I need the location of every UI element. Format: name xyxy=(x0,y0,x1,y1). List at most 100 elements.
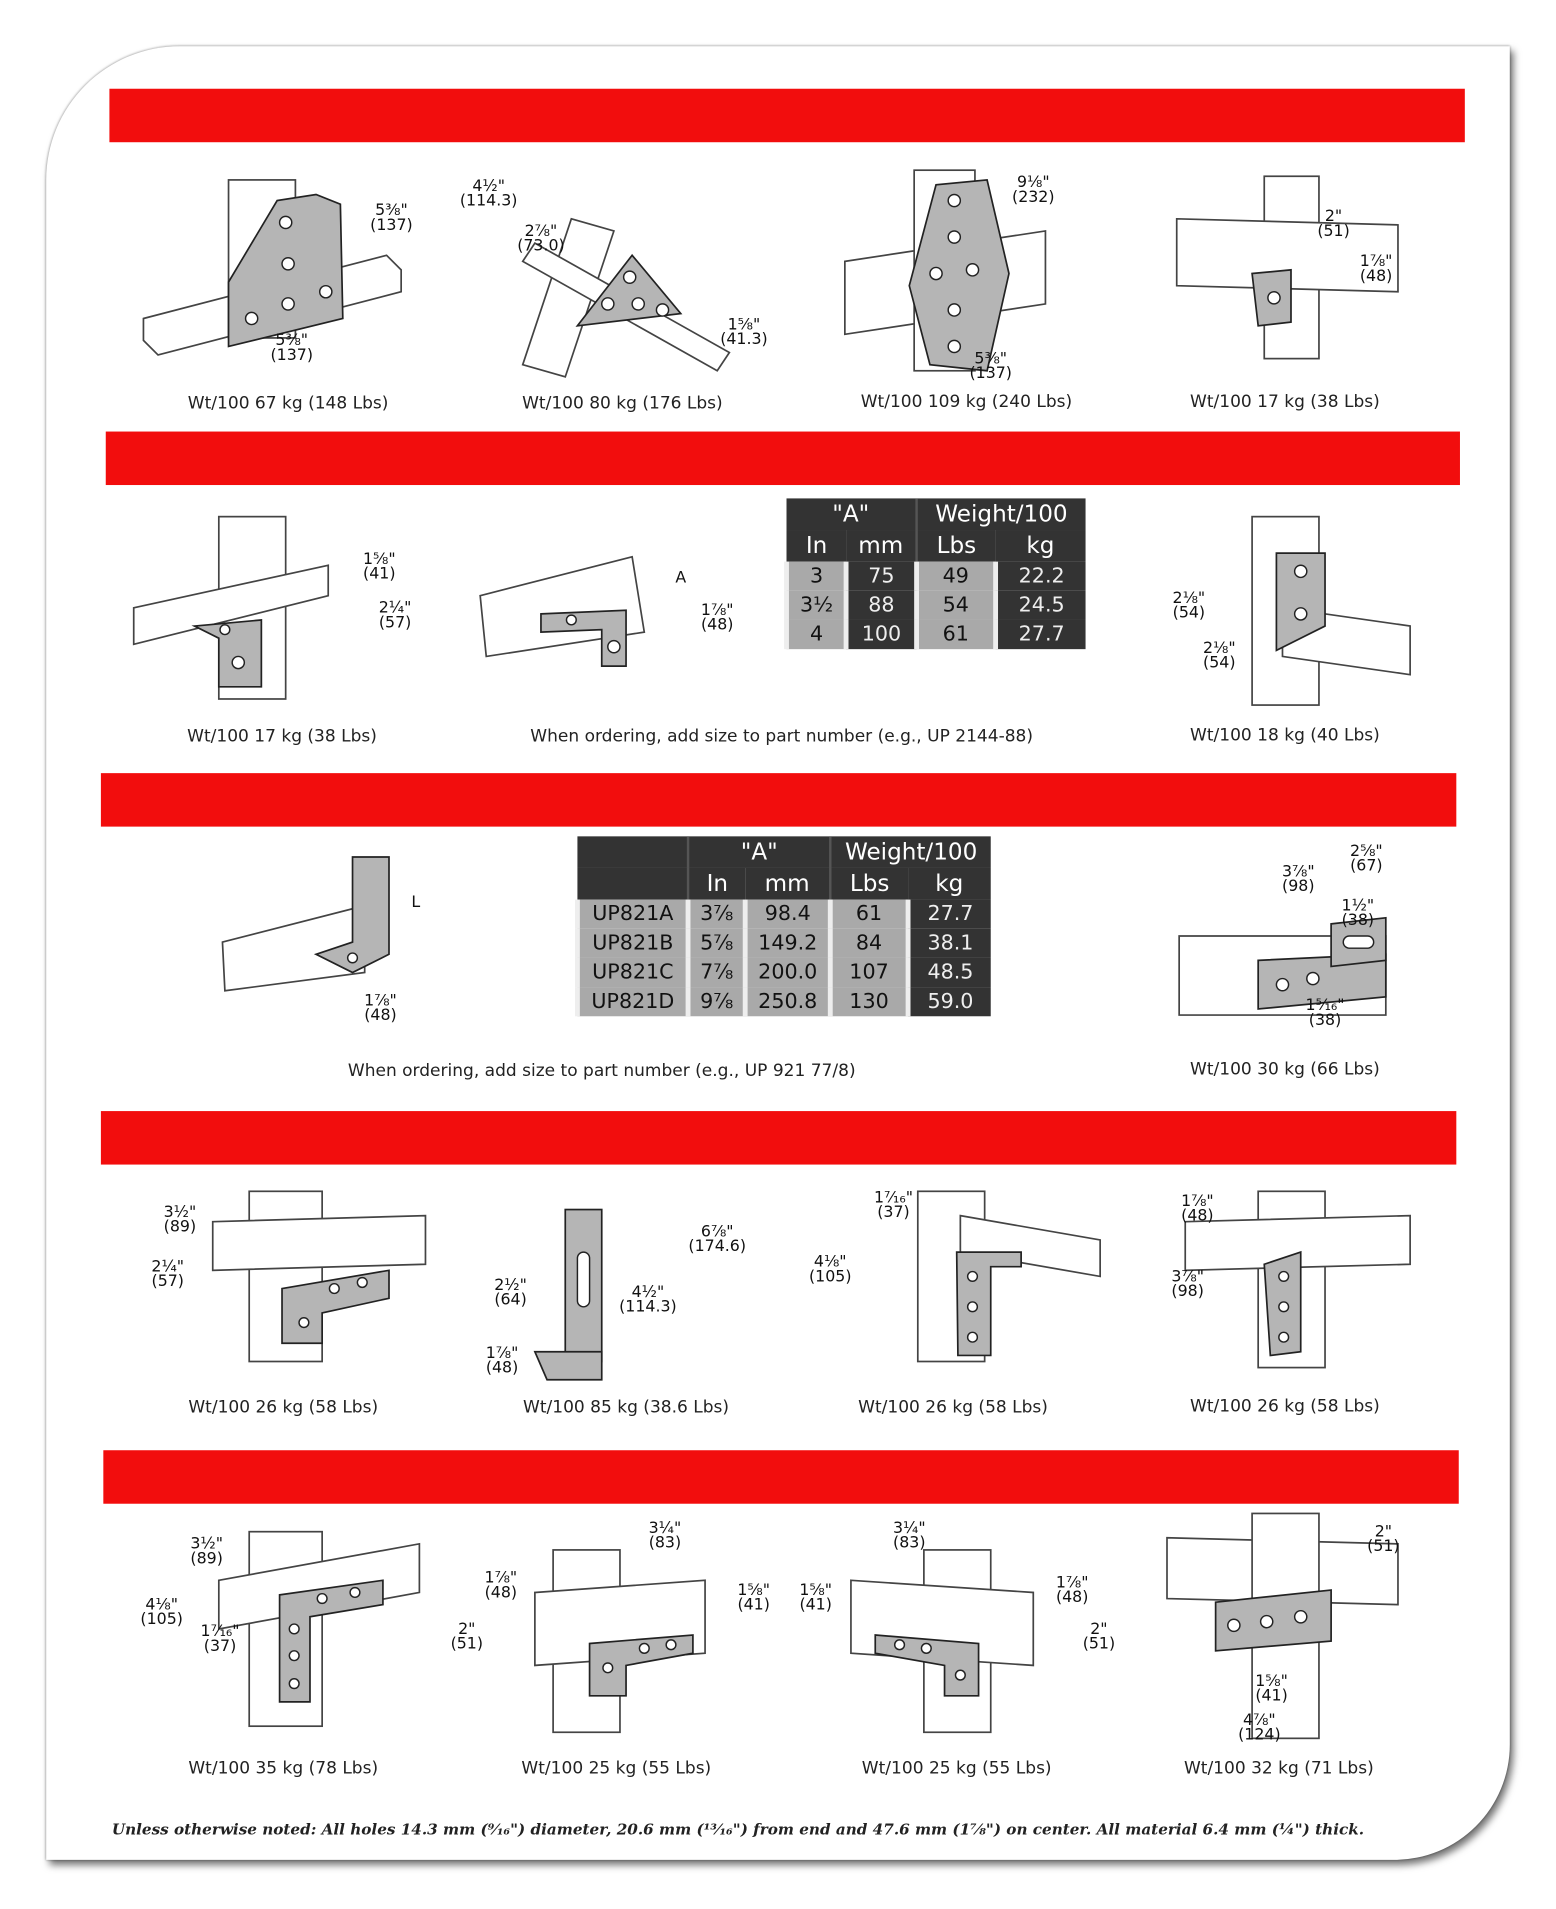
dimension-imperial: 1⅞" xyxy=(364,991,397,1011)
section-header-bar-1 xyxy=(109,88,1465,143)
weight-caption: Wt/100 26 kg (58 Lbs) xyxy=(858,1397,1048,1418)
dimension-label: 3¼"(83) xyxy=(648,1519,682,1551)
dimension-metric: (51) xyxy=(450,1635,484,1654)
dimension-metric: (48) xyxy=(364,1006,397,1025)
dimension-imperial: 1⅞" xyxy=(485,1344,519,1363)
dimension-metric: (57) xyxy=(378,613,412,633)
table-cell: UP821D xyxy=(574,987,689,1017)
dimension-label: 1⅝"(41) xyxy=(799,1583,832,1613)
dimension-metric: (137) xyxy=(969,364,1012,383)
table-cell: 107 xyxy=(827,957,908,988)
dimension-metric: (51) xyxy=(1082,1635,1116,1654)
dimension-label: 1½"(38) xyxy=(1341,897,1375,928)
dimension-label: L xyxy=(411,895,420,911)
dimension-imperial: 9⅛" xyxy=(1016,173,1050,193)
dimension-imperial: 4½" xyxy=(631,1283,665,1302)
drawing-r4-f1 xyxy=(211,1190,427,1363)
dimension-imperial: 2⅝" xyxy=(1350,842,1383,861)
dimension-label: 1⅝"(41) xyxy=(362,550,396,582)
dimension-metric: (41) xyxy=(737,1596,770,1615)
table-cell: 88 xyxy=(844,590,917,620)
table-blank-header xyxy=(577,836,689,868)
dimension-imperial: 1⅞" xyxy=(1359,252,1393,272)
dimension-label: 4⅛"(105) xyxy=(809,1255,852,1287)
drawing-r4-f4 xyxy=(1184,1190,1411,1369)
dimension-metric: (54) xyxy=(1203,654,1236,673)
drawing-r2-f3 xyxy=(1251,515,1411,706)
dimension-imperial: 3¼" xyxy=(648,1519,682,1538)
dimension-label: 3⅞"(98) xyxy=(1171,1267,1204,1299)
table-cell: 130 xyxy=(827,987,908,1017)
dimension-metric: (105) xyxy=(809,1267,852,1287)
dimension-label: 2"(51) xyxy=(450,1620,484,1654)
dimension-imperial: 3⅞" xyxy=(1171,1267,1204,1287)
drawing-r3-f1 xyxy=(221,856,390,992)
table-cell: 100 xyxy=(844,619,917,650)
table-cell: UP821B xyxy=(574,928,689,958)
dimension-label: 2"(51) xyxy=(1317,207,1350,241)
table-cell: 200.0 xyxy=(742,957,831,988)
table-cell: 59.0 xyxy=(905,987,991,1017)
dimension-label: 1⅞"(48) xyxy=(700,601,734,633)
table-group-header: Weight/100 xyxy=(829,836,991,868)
dimension-label: 3½"(89) xyxy=(164,1205,197,1235)
table-col-header: mm xyxy=(745,867,831,900)
dimension-imperial: 1⁷⁄₁₆" xyxy=(873,1188,913,1208)
weight-caption: Wt/100 25 kg (55 Lbs) xyxy=(521,1759,712,1779)
section-header-bar-4 xyxy=(100,1111,1457,1165)
dimension-metric: (89) xyxy=(190,1549,223,1569)
dimension-imperial: 1⅞" xyxy=(1181,1192,1214,1211)
dimension-imperial: 1⅝" xyxy=(737,1581,771,1600)
ordering-note-2144: When ordering, add size to part number (… xyxy=(530,726,1034,747)
dimension-label: 2¼"(57) xyxy=(378,601,412,633)
section-header-bar-5 xyxy=(103,1450,1459,1504)
dimension-imperial: 2" xyxy=(458,1620,476,1639)
dimension-metric: (174.6) xyxy=(688,1237,747,1256)
table-col-header: In xyxy=(687,867,746,900)
dimension-label: 2½"(64) xyxy=(494,1278,527,1308)
drawing-r5-f1 xyxy=(217,1530,421,1728)
weight-caption: Wt/100 17 kg (38 Lbs) xyxy=(1190,392,1380,413)
dimension-imperial: 3¼" xyxy=(892,1519,926,1538)
table-cell: 149.2 xyxy=(742,928,831,958)
dimension-imperial: 1⅞" xyxy=(700,601,734,620)
dimension-imperial: 4½" xyxy=(472,177,505,196)
dimension-label: 4⅛"(105) xyxy=(140,1597,183,1627)
dimension-label: 4½"(114.3) xyxy=(460,177,518,209)
drawing-r4-f2 xyxy=(533,1208,603,1381)
dimension-metric: (41.3) xyxy=(720,330,768,349)
table-cell: 7⅞ xyxy=(685,957,746,988)
drawing-r4-f3 xyxy=(916,1190,1101,1363)
table-cell: UP821C xyxy=(574,957,689,988)
dimension-imperial: 1½" xyxy=(1341,897,1375,916)
dimension-imperial: 1⁵⁄₁₆" xyxy=(1305,996,1345,1016)
dimension-imperial: 1⅝" xyxy=(362,550,396,569)
dimension-label: 2⅛"(54) xyxy=(1173,591,1206,621)
weight-caption: Wt/100 109 kg (240 Lbs) xyxy=(860,392,1073,413)
weight-caption: Wt/100 67 kg (148 Lbs) xyxy=(187,393,389,414)
weight-caption: Wt/100 80 kg (176 Lbs) xyxy=(522,393,723,414)
drawing-r5-f4 xyxy=(1166,1512,1399,1740)
weight-caption: Wt/100 32 kg (71 Lbs) xyxy=(1183,1759,1374,1779)
dimension-imperial: 2" xyxy=(1324,207,1343,227)
table-cell: 84 xyxy=(827,928,908,958)
table-cell: 49 xyxy=(913,561,996,591)
weight-caption: Wt/100 35 kg (78 Lbs) xyxy=(188,1759,379,1779)
dimension-metric: (114.3) xyxy=(619,1298,677,1317)
dimension-metric: (83) xyxy=(893,1534,926,1553)
dimension-imperial: 3½" xyxy=(190,1535,223,1554)
table-group-header: "A" xyxy=(786,498,917,531)
dimension-metric: (51) xyxy=(1317,222,1350,241)
table-cell: 61 xyxy=(827,899,908,929)
dimension-metric: (67) xyxy=(1350,857,1383,876)
dimension-metric: (48) xyxy=(1055,1588,1089,1608)
dimension-imperial: 5⅜" xyxy=(375,201,408,221)
drawing-r1-f2 xyxy=(521,217,731,378)
table-cell: 75 xyxy=(844,561,917,591)
table-cell: 22.2 xyxy=(992,561,1086,591)
